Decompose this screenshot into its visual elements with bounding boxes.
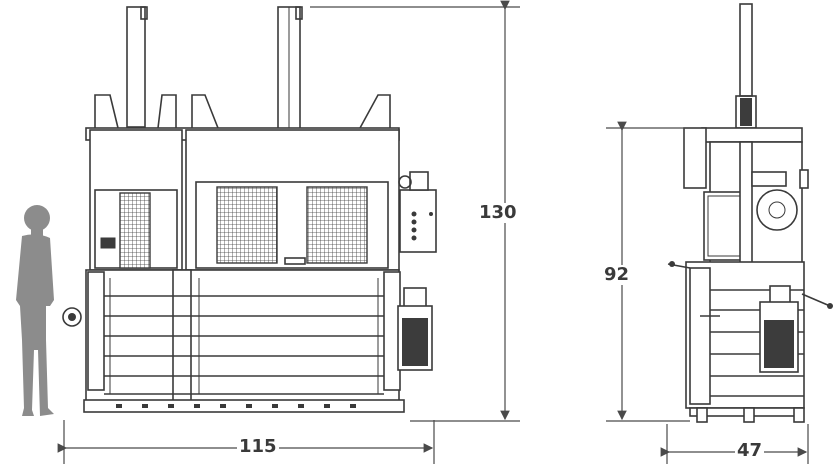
baler-front-view bbox=[62, 6, 437, 413]
dimension-label-depth: 47 bbox=[735, 440, 765, 461]
dimension-label-width: 115 bbox=[237, 436, 279, 457]
motor-icon bbox=[397, 287, 433, 371]
person-silhouette bbox=[16, 205, 54, 416]
baler-side-view bbox=[667, 3, 833, 423]
dimension-label-height-front: 130 bbox=[477, 202, 519, 223]
dimension-label-height-side: 92 bbox=[602, 264, 632, 285]
